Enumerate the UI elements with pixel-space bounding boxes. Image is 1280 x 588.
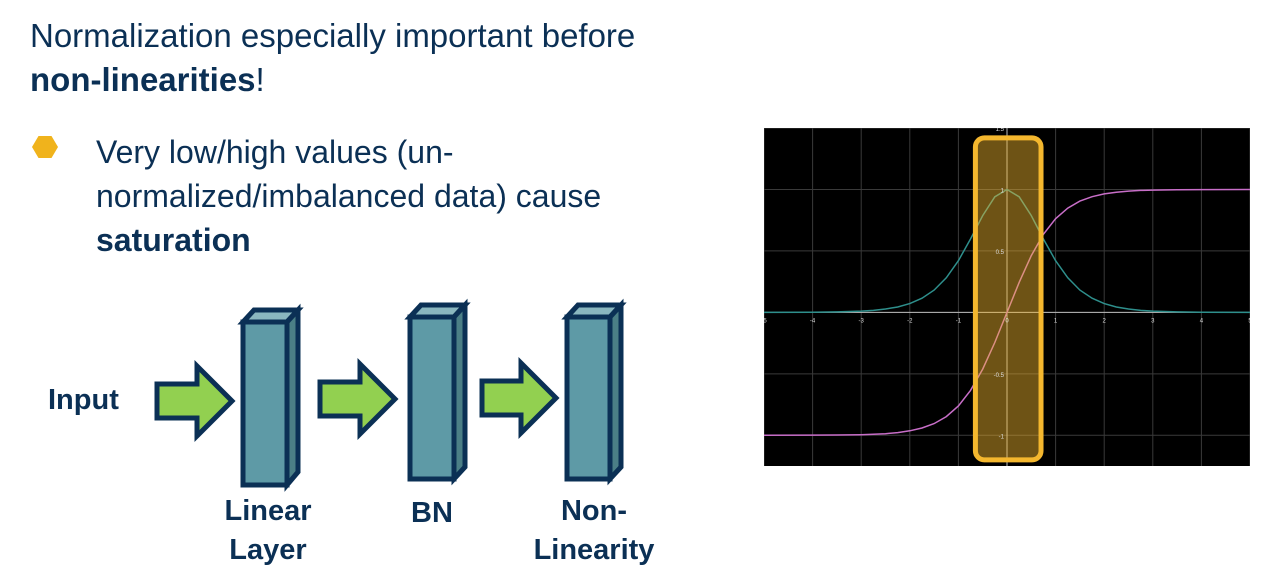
title-suffix: ! [255,61,265,98]
x-tick-label: 5 [1248,318,1250,324]
x-tick-label: 3 [1151,318,1155,324]
y-tick-label: 0.5 [996,250,1005,256]
non-linearity-block [561,298,627,486]
y-tick-label: -1 [999,434,1005,440]
arrow-icon [154,359,236,443]
x-tick-label: 1 [1054,318,1058,324]
tanh-chart: -5 -4 -3 -2 -1 0 1 2 3 4 5 1.5 1 0.5 -0.5 -1 [764,128,1250,466]
bullet-text: Very low/high values (un-normalized/imba… [96,130,736,262]
x-tick-label: -5 [764,318,767,324]
bn-block [404,298,471,486]
linear-layer-block [237,303,304,492]
input-label: Input [48,384,119,416]
bn-label: BN [411,497,453,529]
x-tick-label: 2 [1103,318,1107,324]
label-line: Layer [229,534,307,566]
linear-layer-label: Linear Layer [198,492,338,570]
x-tick-label: -2 [907,318,913,324]
arrow-icon [479,356,560,440]
tanh-derivative-curve [764,188,1250,314]
non-linearity-label: Non- Linearity [514,492,674,570]
network-diagram [154,298,627,492]
slide-title: Normalization especially important befor… [30,14,635,102]
title-line1: Normalization especially important befor… [30,17,636,54]
y-tick-label: 1.5 [996,128,1005,133]
label-line: Non- [560,495,628,527]
x-tick-label: -4 [810,318,816,324]
label-line: Linearity [533,534,655,566]
highlight-box [972,135,1044,463]
x-tick-label: -1 [956,318,962,324]
bullet-text-bold: saturation [96,222,251,258]
arrow-icon [317,357,399,441]
y-tick-label: -0.5 [994,373,1005,379]
x-tick-label: -3 [859,318,865,324]
bullet-text-main: Very low/high values (un-normalized/imba… [96,134,602,214]
label-line: Linear [224,495,312,527]
y-tick-label: 1 [1001,188,1005,194]
x-tick-label: 4 [1200,318,1204,324]
x-tick-label: 0 [1005,318,1009,324]
hexagon-bullet-icon [32,136,58,158]
tanh-curve [764,188,1250,437]
title-bold: non-linearities [30,61,256,98]
